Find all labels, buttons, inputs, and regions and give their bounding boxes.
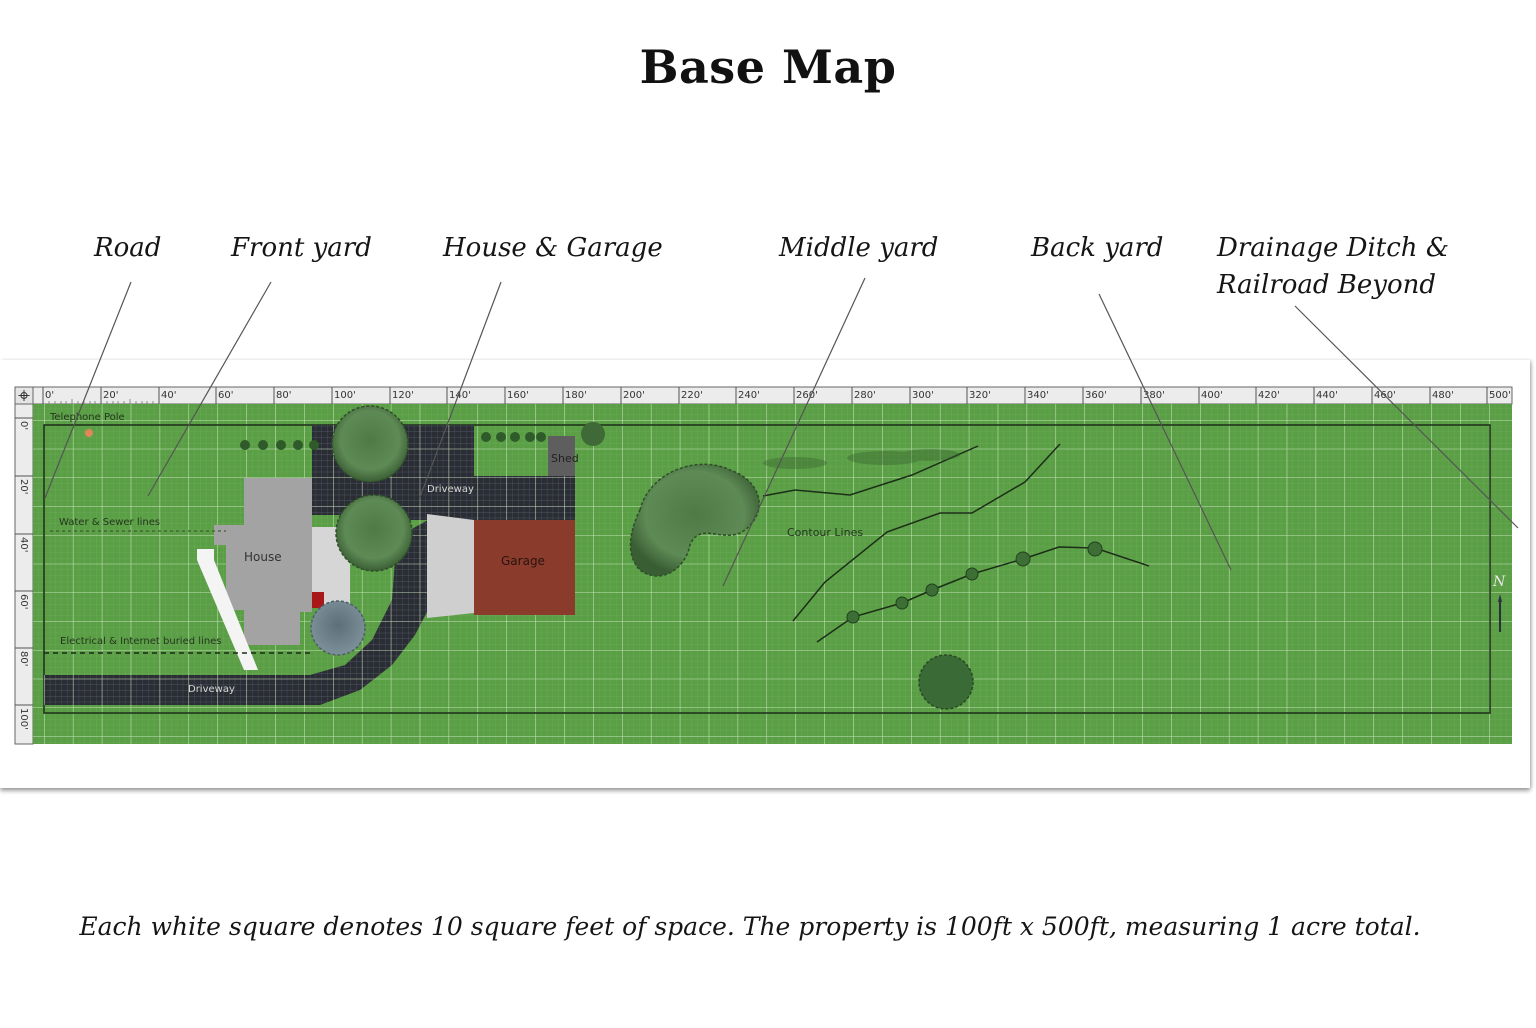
garage-apron xyxy=(427,514,474,618)
callout-middle-yard: Middle yard xyxy=(779,233,939,263)
telephone-pole-label: Telephone Pole xyxy=(49,412,125,423)
house xyxy=(197,478,350,670)
north-arrow-icon: N xyxy=(1492,574,1506,632)
shrub xyxy=(581,422,605,446)
ruler-x-label: 280' xyxy=(854,390,876,401)
tree xyxy=(918,654,974,710)
callout-road: Road xyxy=(94,233,162,263)
ruler-x-label: 60' xyxy=(218,390,233,401)
ruler-x-label: 360' xyxy=(1085,390,1107,401)
callout-back-yard: Back yard xyxy=(1031,233,1164,263)
callout-front-yard: Front yard xyxy=(231,233,372,263)
ruler-x-label: 40' xyxy=(161,390,176,401)
ruler-x-label: 80' xyxy=(276,390,291,401)
ruler-vertical: 0' 20' 40' 60' 80' 100' xyxy=(14,386,34,745)
ruler-x-label: 320' xyxy=(969,390,991,401)
tree xyxy=(629,463,760,577)
ruler-x-label: 420' xyxy=(1258,390,1280,401)
garage-label: Garage xyxy=(501,554,545,568)
ruler-x-label: 260' xyxy=(796,390,818,401)
electrical-label: Electrical & Internet buried lines xyxy=(60,636,222,647)
ruler-x-label: 140' xyxy=(449,390,471,401)
ruler-x-label: 200' xyxy=(623,390,645,401)
shrub-row-back xyxy=(481,432,546,442)
tree xyxy=(335,494,413,572)
page-caption: Each white square denotes 10 square feet… xyxy=(79,912,1421,941)
shrub-row-front xyxy=(240,440,319,450)
ruler-x-label: 100' xyxy=(334,390,356,401)
callout-drainage-line1: Drainage Ditch & xyxy=(1217,233,1449,263)
shed-label: Shed xyxy=(551,452,579,465)
water-sewer-label: Water & Sewer lines xyxy=(59,517,160,528)
driveway-bottom-label: Driveway xyxy=(188,684,235,695)
house-label: House xyxy=(244,550,282,564)
ruler-x-label: 380' xyxy=(1143,390,1165,401)
ruler-x-label: 240' xyxy=(738,390,760,401)
ruler-y-label: 0' xyxy=(18,421,29,430)
ruler-x-label: 440' xyxy=(1316,390,1338,401)
callout-drainage: Drainage Ditch & Railroad Beyond xyxy=(1217,230,1449,304)
telephone-pole-marker xyxy=(85,429,93,437)
ruler-y-label: 60' xyxy=(18,594,29,609)
ruler-x-label: 220' xyxy=(681,390,703,401)
shed xyxy=(548,436,575,476)
driveway xyxy=(44,425,575,705)
ruler-x-label: 180' xyxy=(565,390,587,401)
ruler-x-label: 300' xyxy=(912,390,934,401)
property-boundary xyxy=(43,424,1491,714)
ruler-x-label: 20' xyxy=(103,390,118,401)
ruler-x-label: 500' xyxy=(1489,390,1511,401)
north-label: N xyxy=(1492,574,1506,590)
ruler-x-label: 400' xyxy=(1201,390,1223,401)
ruler-x-label: 340' xyxy=(1027,390,1049,401)
ruler-x-label: 480' xyxy=(1432,390,1454,401)
shrub-on-contour xyxy=(846,541,1103,624)
ruler-horizontal: 0' 20' 40' 60' 80' 100' 120' 140' 160' 1… xyxy=(14,386,1513,405)
tree xyxy=(331,405,409,483)
ruler-x-label: 0' xyxy=(45,390,54,401)
contour-lines-label: Contour Lines xyxy=(787,526,863,539)
callout-leader-lines xyxy=(44,277,1519,587)
ruler-y-label: 40' xyxy=(18,537,29,552)
ruler-x-label: 160' xyxy=(507,390,529,401)
door-marker xyxy=(312,592,324,608)
ruler-x-label: 120' xyxy=(392,390,414,401)
tree-blue-spruce xyxy=(310,600,366,656)
crosshair-icon xyxy=(18,390,30,401)
page-title: Base Map xyxy=(639,40,897,94)
callout-house-garage: House & Garage xyxy=(443,233,663,263)
contour-shading xyxy=(763,449,960,469)
driveway-top-label: Driveway xyxy=(427,484,474,495)
ruler-y-label: 80' xyxy=(18,651,29,666)
walkway xyxy=(197,549,258,670)
garage xyxy=(474,520,575,615)
ruler-y-label: 20' xyxy=(18,479,29,494)
ruler-y-label: 100' xyxy=(18,708,29,730)
callout-drainage-line2: Railroad Beyond xyxy=(1217,270,1437,300)
